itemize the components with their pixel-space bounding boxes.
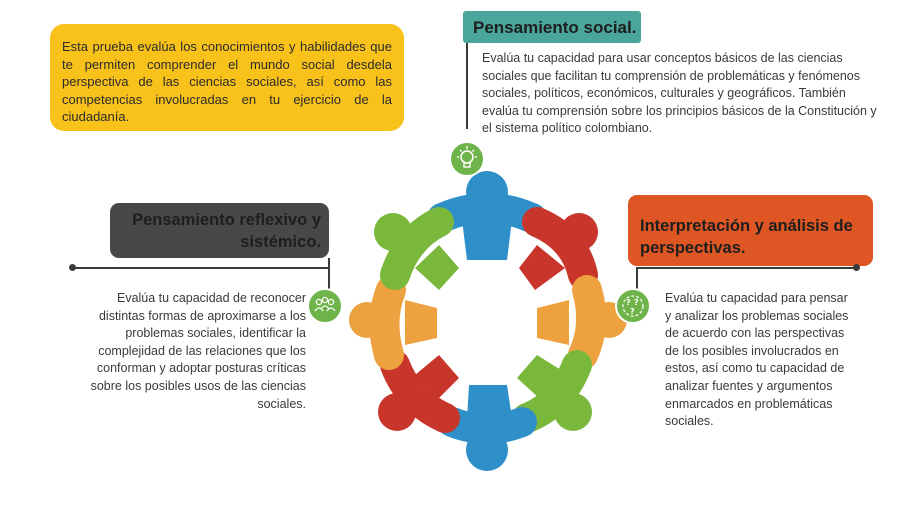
body-green-topleft	[415, 245, 459, 290]
people-circle-diagram	[349, 171, 627, 471]
head-blue-top	[466, 171, 508, 213]
question-marks-icon: ? ? ?	[615, 288, 651, 324]
body-orange-right	[537, 300, 569, 345]
header-interpretacion: Interpretación y análisis de perspectiva…	[628, 195, 873, 266]
body-red-topright	[519, 245, 565, 290]
lightbulb-icon	[449, 141, 485, 177]
arm-blue-bottom	[437, 407, 537, 444]
header-pensamiento-reflexivo: Pensamiento reflexivo y sistémico.	[110, 203, 329, 258]
connector-line-reflexivo	[72, 267, 330, 269]
connector-line-interpretacion-vertical	[636, 267, 638, 289]
intro-box: Esta prueba evalúa los conocimientos y h…	[50, 24, 404, 131]
connector-line-social-vertical	[466, 43, 468, 129]
arm-orange-right	[568, 275, 607, 370]
connector-line-reflexivo-vertical	[328, 258, 330, 298]
people-group-icon	[307, 288, 343, 324]
text-interpretacion: Evalúa tu capacidad para pensar y analiz…	[665, 291, 849, 429]
intro-text: Esta prueba evalúa los conocimientos y h…	[62, 39, 392, 124]
svg-text:?: ?	[626, 298, 631, 307]
people-group-icon-glyph	[314, 296, 336, 312]
text-pensamiento-social: Evalúa tu capacidad para usar conceptos …	[482, 51, 877, 136]
head-orange-left	[349, 302, 385, 338]
text-pensamiento-reflexivo: Evalúa tu capacidad de reconocer distint…	[90, 291, 306, 411]
body-red-bottomleft	[415, 355, 459, 400]
arm-green-topleft	[380, 207, 454, 290]
header-pensamiento-social: Pensamiento social.	[463, 11, 641, 43]
arm-red-bottomleft	[380, 350, 460, 433]
body-green-bottomright	[517, 355, 561, 398]
connector-line-interpretacion	[636, 267, 856, 269]
head-red-topright	[560, 213, 598, 251]
body-blue-bottom	[467, 385, 512, 418]
head-green-bottomright	[554, 393, 592, 431]
head-blue-bottom	[466, 429, 508, 471]
lightbulb-icon-glyph	[457, 146, 477, 168]
arms-ring	[369, 193, 607, 444]
header-pensamiento-reflexivo-label: Pensamiento reflexivo y sistémico.	[132, 211, 321, 251]
connector-dot-interpretacion	[853, 264, 860, 271]
body-orange-left	[405, 300, 437, 345]
svg-text:?: ?	[630, 307, 635, 316]
arm-orange-left	[369, 275, 406, 370]
body-blue-top	[462, 220, 512, 260]
head-red-bottomleft	[378, 393, 416, 431]
svg-text:?: ?	[634, 298, 639, 307]
heads	[349, 171, 627, 471]
head-green-topleft	[374, 213, 412, 251]
bodies	[405, 220, 569, 418]
header-interpretacion-label: Interpretación y análisis de perspectiva…	[640, 217, 853, 257]
question-marks-icon-glyph: ? ? ?	[622, 295, 644, 317]
header-pensamiento-social-label: Pensamiento social.	[473, 18, 637, 37]
